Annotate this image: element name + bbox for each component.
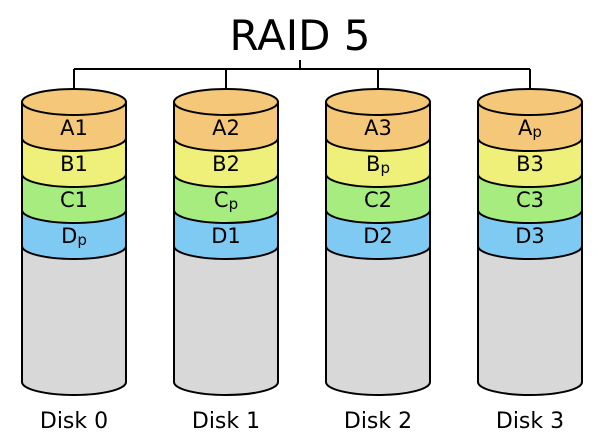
block-label: B3 [516,152,544,176]
block-label: D1 [211,224,241,248]
block-label: Bp [366,152,390,177]
block-label: D3 [515,224,545,248]
block-label: A3 [364,116,392,140]
disk-top-cap [173,88,279,116]
diagram-title: RAID 5 [229,11,370,60]
block-label: C2 [364,188,392,212]
block-label: A2 [212,116,240,140]
disk-top-cap [325,88,431,116]
block-label: Cp [214,188,238,213]
block-label: C1 [60,188,88,212]
disk-top-cap [477,88,583,116]
disk-label: Disk 1 [192,409,260,434]
block-label: B1 [60,152,88,176]
block-label: Dp [61,224,87,249]
disk-top-cap [21,88,127,116]
block-label: Ap [518,116,542,141]
block-label: C3 [516,188,544,212]
disk-label: Disk 3 [496,409,564,434]
disk-label: Disk 0 [40,409,108,434]
block-label: A1 [60,116,88,140]
controller-connector [73,60,531,102]
block-label: D2 [363,224,393,248]
block-label: B2 [212,152,240,176]
disk-label: Disk 2 [344,409,412,434]
